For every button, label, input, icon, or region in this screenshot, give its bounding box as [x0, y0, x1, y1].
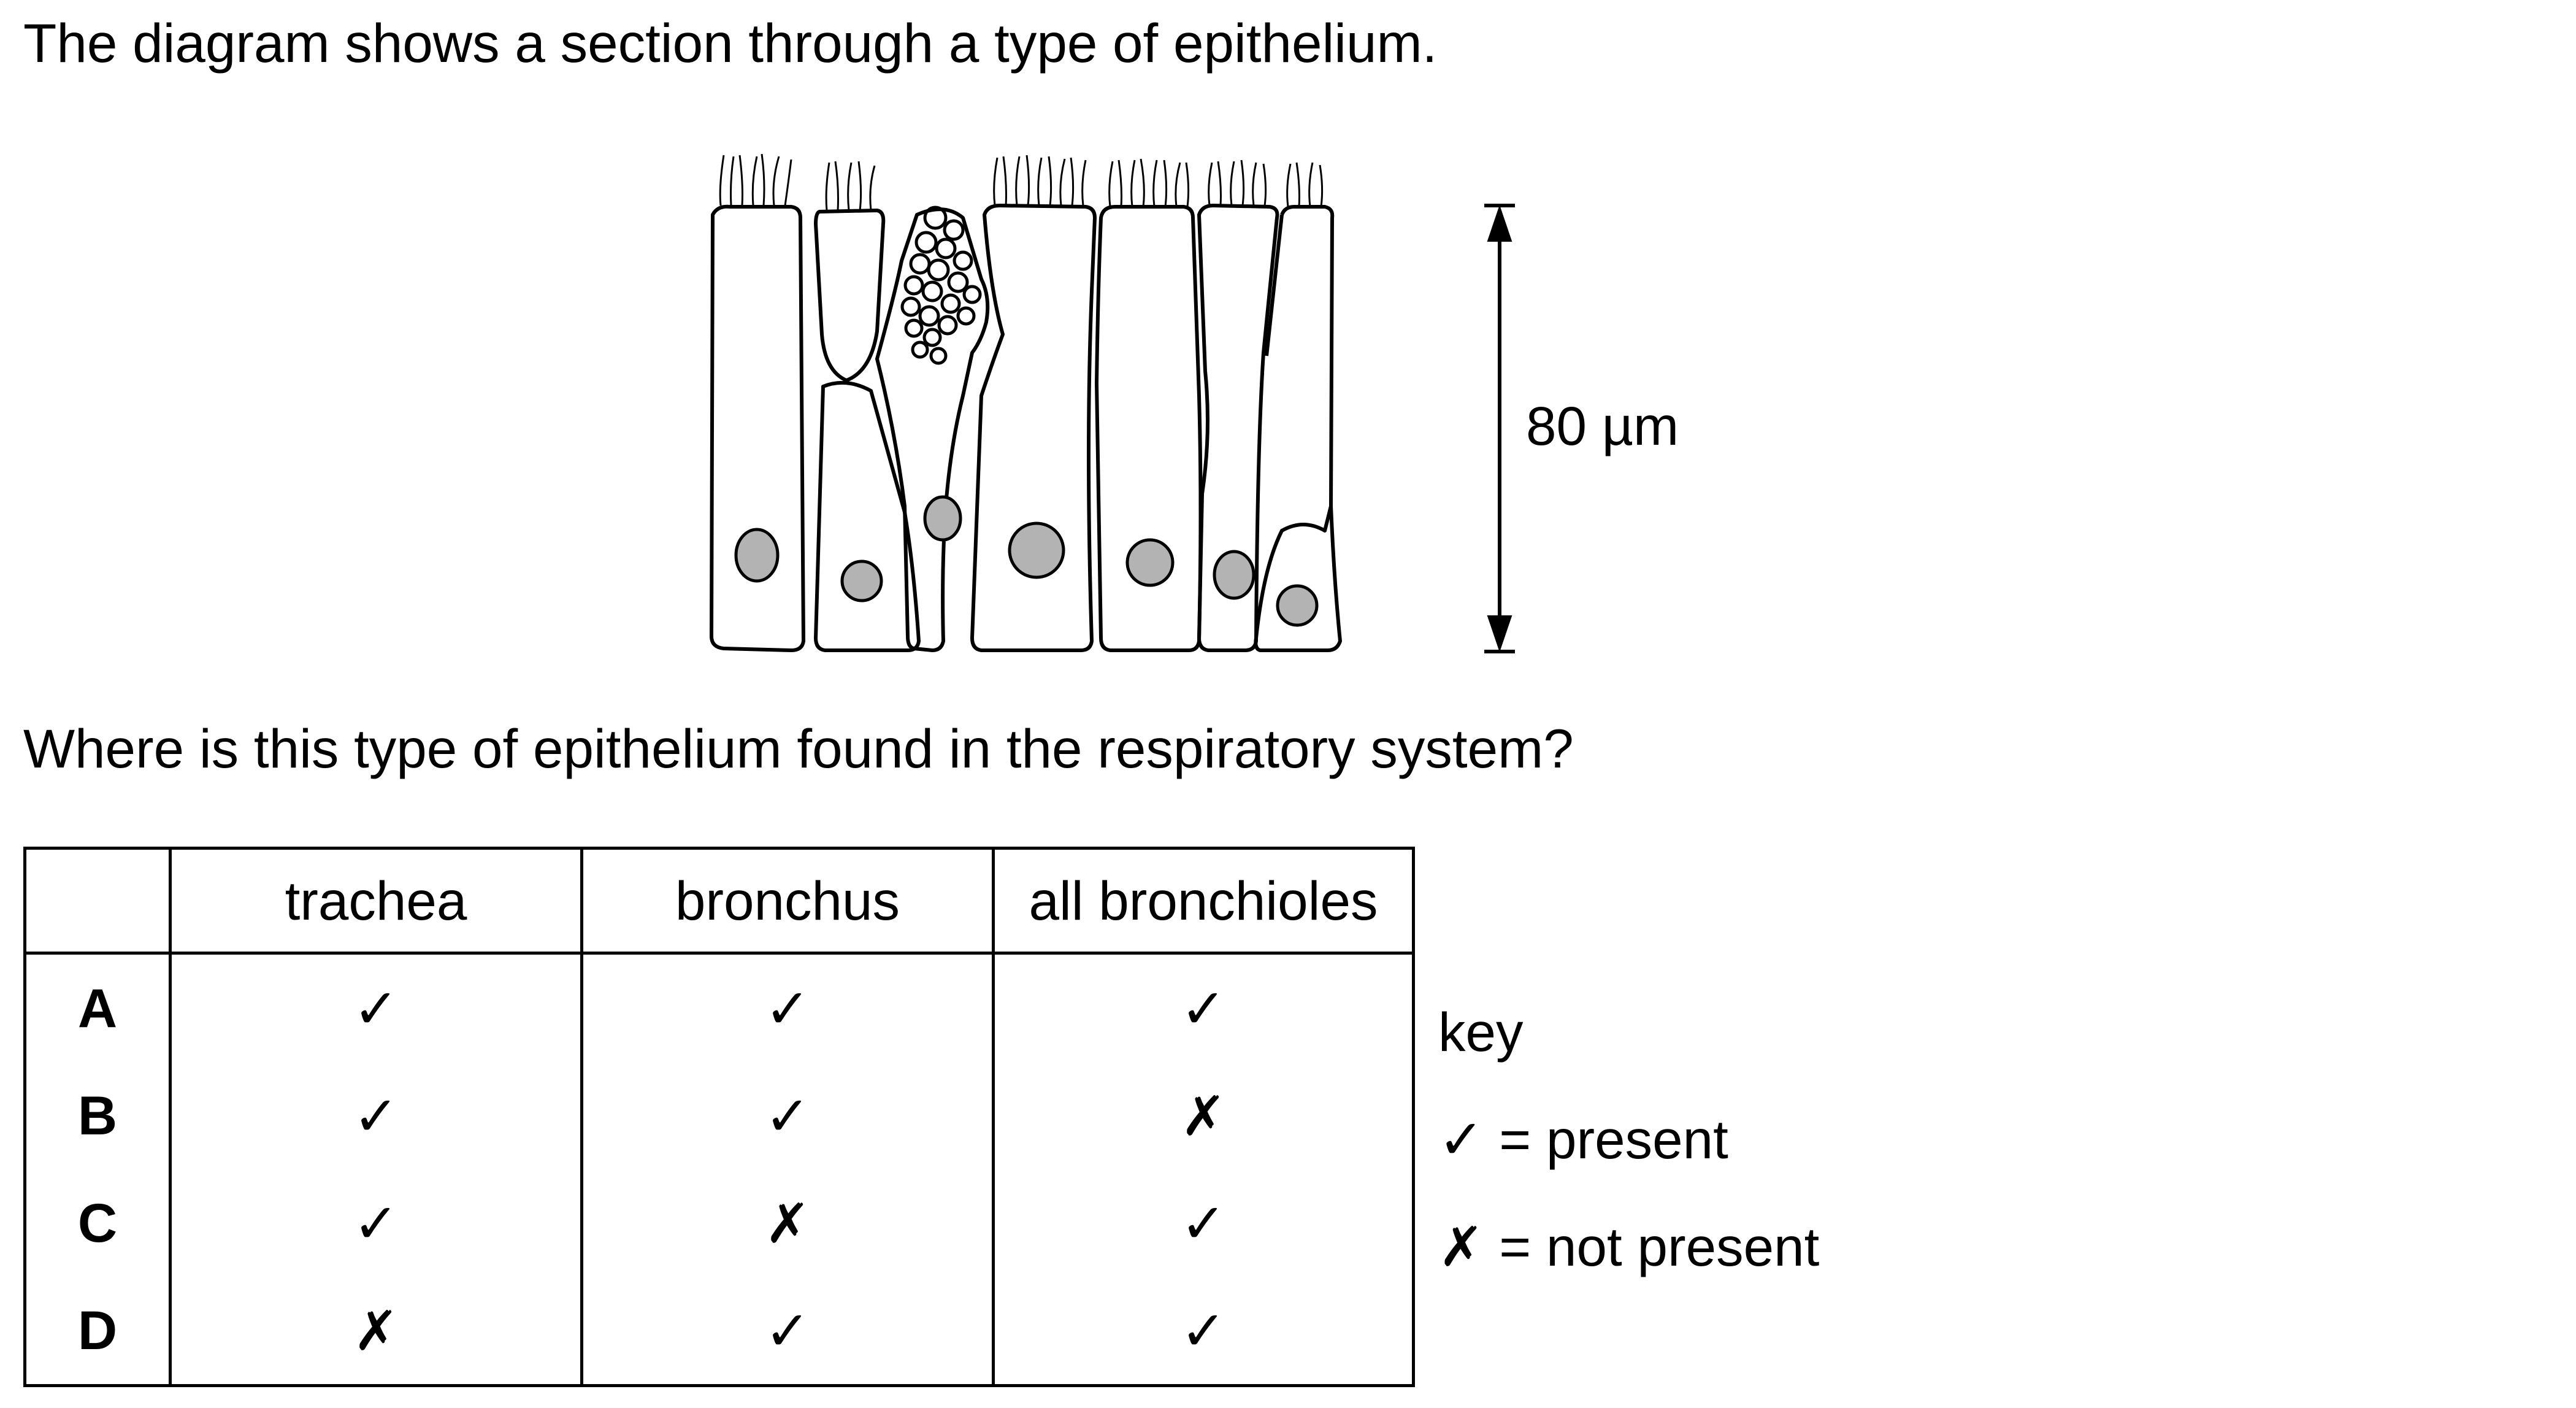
mark: ✓	[1180, 1191, 1227, 1255]
mark: ✗	[764, 1191, 811, 1255]
header-cell-trachea: trachea	[169, 847, 583, 955]
mark: ✗	[353, 1298, 399, 1363]
option-letter: B	[23, 1062, 172, 1169]
mark-cell: ✓	[580, 1062, 995, 1169]
ciliated-cell	[814, 209, 886, 382]
mark: ✗	[1180, 1083, 1227, 1148]
mark: ✓	[1180, 1298, 1227, 1363]
mark-cell: ✓	[992, 1169, 1415, 1277]
mark: ✓	[1180, 976, 1227, 1041]
table-row: A ✓ ✓ ✓	[23, 953, 1415, 1062]
ciliated-cell	[710, 204, 805, 652]
key-not-present: ✗ = not present	[1438, 1216, 1820, 1277]
mark: ✓	[764, 1298, 811, 1363]
header-cell-bronchus: bronchus	[580, 847, 995, 955]
goblet-cell	[875, 207, 990, 652]
option-letter: C	[23, 1169, 172, 1277]
mark-cell: ✗	[580, 1169, 995, 1277]
question-text: Where is this type of epithelium found i…	[23, 718, 1574, 779]
basal-cell	[814, 380, 921, 652]
mark-cell: ✓	[169, 953, 583, 1062]
table-row: C ✓ ✗ ✓	[23, 1169, 1415, 1277]
scale-bar	[1484, 204, 1515, 653]
table-header-row: trachea bronchus all bronchioles	[23, 847, 1415, 955]
cilia	[719, 153, 1324, 211]
table-row: B ✓ ✓ ✗	[23, 1062, 1415, 1169]
mark: ✓	[353, 1083, 399, 1148]
mark-cell: ✓	[580, 1277, 995, 1387]
key: key ✓ = present ✗ = not present	[1438, 979, 1819, 1301]
ciliated-cell	[1197, 204, 1279, 652]
option-letter: A	[23, 953, 172, 1062]
mucus-vesicles	[900, 206, 982, 365]
table-row: D ✗ ✓ ✓	[23, 1277, 1415, 1387]
mark: ✓	[764, 976, 811, 1041]
key-present: ✓ = present	[1438, 1109, 1728, 1170]
mark-cell: ✓	[992, 1277, 1415, 1387]
scale-label: 80 µm	[1526, 395, 1679, 456]
mark-cell: ✓	[580, 953, 995, 1062]
key-title: key	[1438, 1001, 1524, 1063]
mark-cell: ✓	[992, 953, 1415, 1062]
question-stem: The diagram shows a section through a ty…	[23, 12, 1438, 74]
ciliated-cell	[1254, 205, 1342, 652]
mark: ✓	[353, 1191, 399, 1255]
header-cell-bronchioles: all bronchioles	[992, 847, 1415, 955]
nuclei	[734, 495, 1319, 627]
mark-cell: ✗	[992, 1062, 1415, 1169]
option-letter: D	[23, 1277, 172, 1387]
answer-table: trachea bronchus all bronchioles A ✓ ✓ ✓…	[23, 847, 1415, 1387]
ciliated-cell	[970, 204, 1097, 652]
mark: ✓	[764, 1083, 811, 1148]
mark-cell: ✗	[169, 1277, 583, 1387]
header-cell	[23, 847, 172, 955]
mark: ✓	[353, 976, 399, 1041]
epithelium-diagram	[710, 153, 1515, 653]
mark-cell: ✓	[169, 1062, 583, 1169]
mark-cell: ✓	[169, 1169, 583, 1277]
